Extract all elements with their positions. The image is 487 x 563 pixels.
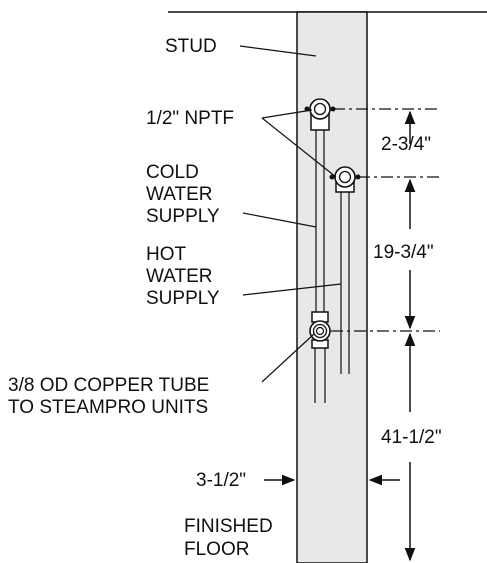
dim-middle-span: 19-3/4" [373, 242, 434, 263]
copper-tube [314, 344, 326, 403]
dim-to-floor: 41-1/2" [381, 427, 442, 448]
nptf-leader-middle [261, 117, 337, 178]
cold-supply-label-3: SUPPLY [146, 206, 220, 227]
hot-supply-leader [242, 283, 342, 296]
dim-stud-width: 3-1/2" [196, 470, 246, 491]
finished-floor-label-1: FINISHED [184, 516, 273, 537]
nptf-label: 1/2" NPTF [146, 108, 234, 129]
nptf-leader-upper [261, 109, 313, 119]
cold-water-pipe [315, 118, 325, 318]
copper-tube-label-1: 3/8 OD COPPER TUBE [8, 375, 209, 396]
hot-supply-label-2: WATER [146, 266, 213, 287]
stud-label: STUD [165, 36, 217, 57]
dim-upper-offset: 2-3/4" [381, 134, 431, 155]
upper-fitting [304, 98, 336, 131]
cold-supply-label-1: COLD [146, 162, 199, 183]
middle-fitting [329, 166, 361, 193]
cold-supply-label-2: WATER [146, 184, 213, 205]
cold-supply-leader [242, 212, 317, 228]
hot-water-pipe [340, 186, 350, 374]
finished-floor-label-2: FLOOR [184, 539, 249, 560]
lower-fitting [309, 311, 331, 349]
hot-supply-label-3: SUPPLY [146, 288, 220, 309]
copper-tube-leader [261, 333, 315, 383]
stud-leader [239, 45, 317, 57]
hot-supply-label-1: HOT [146, 244, 187, 265]
copper-tube-label-2: TO STEAMPRO UNITS [8, 397, 208, 418]
